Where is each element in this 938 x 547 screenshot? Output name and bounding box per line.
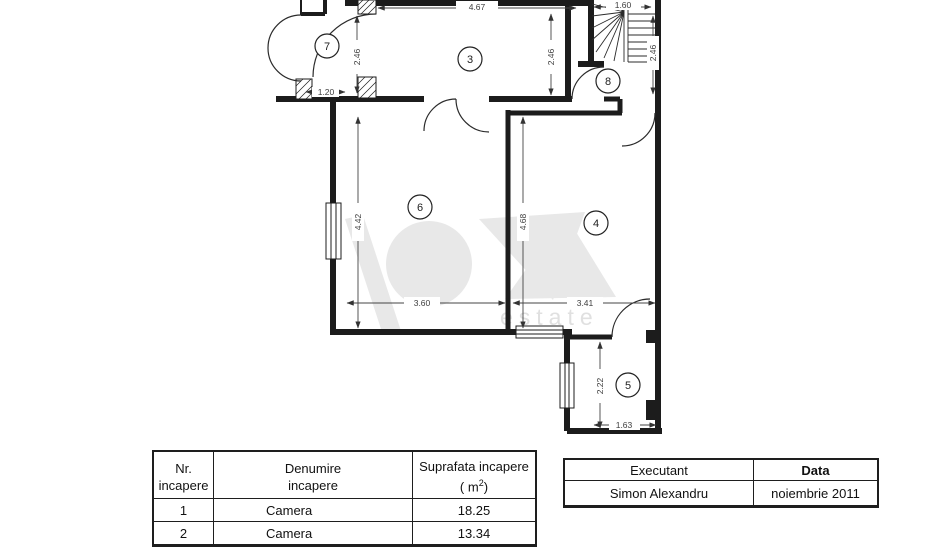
dim-room3-width: 4.67: [469, 2, 486, 12]
svg-text:6: 6: [417, 202, 423, 214]
table-row-cell-nr: 1: [154, 499, 214, 522]
dim-room6-width: 3.60: [414, 298, 431, 308]
executant-value: Simon Alexandru: [565, 481, 754, 506]
window-bottom-wall: [515, 325, 564, 339]
stair-rail: [623, 4, 629, 62]
svg-text:3: 3: [467, 54, 473, 66]
wall-notch: [646, 400, 657, 420]
room-label-3: 3: [457, 46, 483, 72]
table-row-cell-area: 13.34: [413, 522, 535, 545]
dim-room4-width: 3.41: [577, 298, 594, 308]
dim-stairs-width: 1.60: [615, 0, 632, 10]
door-room7-room3: [312, 13, 377, 78]
pier: [357, 0, 377, 15]
watermark-circle: [386, 221, 472, 307]
svg-text:7: 7: [324, 41, 330, 53]
door-room8: [571, 66, 605, 100]
double-door-room3-room6: [423, 98, 490, 133]
data-value: noiembrie 2011: [754, 481, 877, 506]
watermark-a-shape: [505, 214, 616, 299]
pier: [295, 78, 313, 100]
room-label-8: 8: [595, 68, 621, 94]
dim-label-patches: [312, 0, 659, 430]
room-labels: 7 3 8 6 4 5: [314, 33, 641, 398]
room-label-6: 6: [407, 194, 433, 220]
executant-label: Executant: [565, 460, 754, 481]
walls: [276, 0, 662, 434]
data-label: Data: [754, 460, 877, 481]
double-door-room7-left: [267, 14, 302, 82]
wall-notch: [646, 330, 657, 343]
room-label-4: 4: [583, 210, 609, 236]
interior-walls: [505, 96, 658, 340]
svg-text:4: 4: [593, 218, 599, 230]
room-label-5: 5: [615, 372, 641, 398]
dim-room3-height: 2.46: [546, 48, 556, 65]
rooms-table-header-nr: Nr. incapere: [154, 452, 214, 499]
door-room5: [611, 298, 651, 338]
hatched-piers: [295, 0, 377, 100]
svg-text:5: 5: [625, 380, 631, 392]
floor-plan-svg: estate: [267, 0, 662, 434]
dim-room5-width: 1.63: [616, 420, 633, 430]
table-row-cell-area: 18.25: [413, 499, 535, 522]
window-room6-left: [325, 202, 342, 260]
door-room4-top: [621, 112, 656, 147]
dim-room7-wall-height: 2.46: [352, 48, 362, 65]
rooms-table: Nr. incapere Denumire incapere Suprafata…: [152, 450, 537, 547]
svg-text:8: 8: [605, 76, 611, 88]
rooms-table-header-suprafata: Suprafata incapere ( m2): [413, 452, 535, 499]
stair-treads: [628, 13, 655, 63]
room-label-7: 7: [314, 33, 340, 59]
page: estate: [152, 0, 879, 547]
pier: [357, 76, 377, 99]
dim-labels: 4.67 1.60 2.46 2.46 2.46 1.20 4.42 3.60 …: [318, 0, 658, 430]
table-row-cell-name: Camera: [214, 499, 413, 522]
dim-room4-height: 4.68: [518, 213, 528, 230]
info-table: Executant Data Simon Alexandru noiembrie…: [563, 458, 879, 508]
dim-room7-door: 1.20: [318, 87, 335, 97]
table-row-cell-nr: 2: [154, 522, 214, 545]
table-row-cell-name: Camera: [214, 522, 413, 545]
doors: [267, 13, 656, 338]
dim-room5-height: 2.22: [595, 377, 605, 394]
dim-stairs-height: 2.46: [648, 44, 658, 61]
window-room5-left: [559, 362, 575, 409]
rooms-table-header-denumire: Denumire incapere: [214, 452, 413, 499]
windows: [325, 202, 575, 409]
dim-room6-height: 4.42: [353, 213, 363, 230]
